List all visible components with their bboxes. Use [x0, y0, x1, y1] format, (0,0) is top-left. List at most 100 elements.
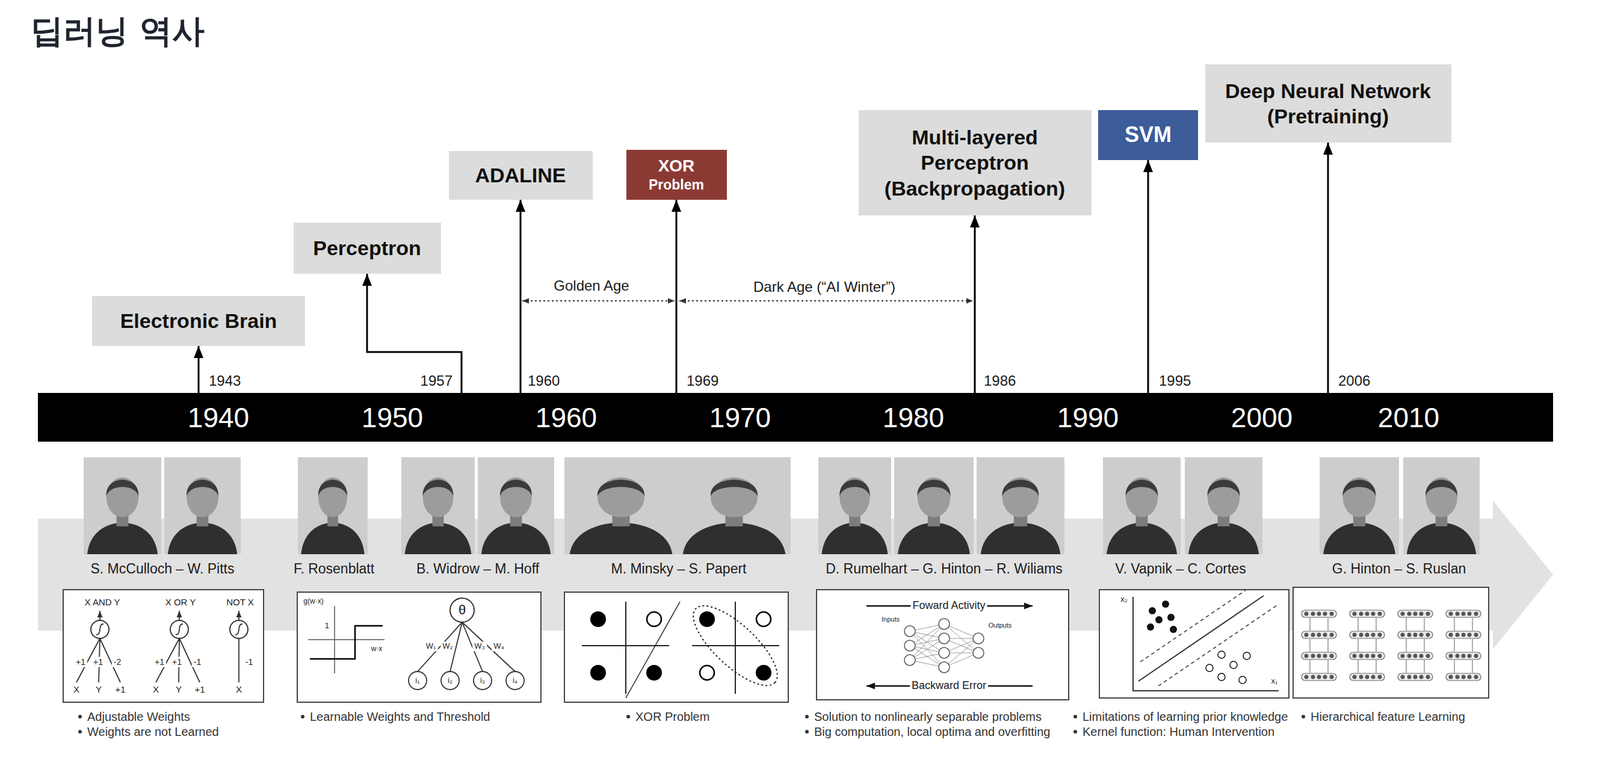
- weight-label: W₁: [424, 641, 439, 652]
- rbm-row: [1445, 631, 1481, 639]
- year-label: 1960: [527, 372, 560, 390]
- network-unit: [938, 647, 950, 659]
- neuron-circle: [170, 620, 189, 639]
- bullet-note: Weights are not Learned: [77, 724, 220, 739]
- portrait-photo: [1403, 457, 1480, 555]
- portrait-photo: [164, 457, 241, 555]
- input-label: i₄: [512, 675, 518, 686]
- input-label: X: [152, 684, 159, 695]
- bullet-note: Hierarchical feature Learning: [1300, 709, 1466, 724]
- figure-panel: [564, 592, 789, 703]
- input-label: i₃: [480, 675, 485, 686]
- problem-box: XORProblem: [626, 149, 727, 200]
- era-label: Dark Age (“AI Winter”): [753, 278, 896, 297]
- network-unit: [904, 640, 916, 652]
- timeline-arrow: [1147, 160, 1150, 393]
- weight-label: W₄: [491, 641, 507, 652]
- page-title: 딥러닝 역사: [30, 12, 205, 52]
- year-label: 1986: [983, 372, 1016, 390]
- svm-boundary: [1138, 595, 1264, 682]
- neuron-wire: [76, 638, 239, 683]
- rbm-row: [1301, 631, 1337, 639]
- decade-label: 1950: [361, 401, 424, 433]
- layer-label: Inputs: [881, 615, 900, 624]
- class-dot: [756, 611, 771, 627]
- bullet-note: Adjustable Weights: [77, 709, 191, 724]
- rbm-row: [1445, 652, 1481, 660]
- network-unit: [972, 633, 984, 644]
- sample-ring: [1217, 673, 1226, 681]
- figure-panel: [1293, 587, 1489, 699]
- class-dot: [646, 664, 662, 681]
- weight-wire: [417, 622, 516, 672]
- sample-dot: [1161, 600, 1170, 608]
- portrait-photo: [818, 457, 892, 555]
- rbm-row: [1397, 631, 1433, 639]
- svm-margin: [1140, 590, 1246, 662]
- decade-label: 2010: [1377, 401, 1440, 433]
- portrait-photo: [1184, 457, 1263, 555]
- sample-ring: [1229, 661, 1238, 669]
- portrait-photo: [83, 457, 162, 555]
- threshold-symbol: θ: [458, 602, 466, 618]
- people-name: B. Widrow – M. Hoff: [416, 560, 540, 578]
- people-name: S. McCulloch – W. Pitts: [90, 560, 235, 578]
- box-label: Deep Neural Network (Pretraining): [1216, 78, 1441, 129]
- sample-dot: [1148, 607, 1156, 615]
- rbm-row: [1445, 610, 1481, 618]
- decade-label: 1960: [535, 401, 597, 433]
- input-label: X: [235, 684, 242, 695]
- sample-ring: [1243, 652, 1251, 660]
- box-label: Problem: [648, 176, 705, 194]
- sample-dot: [1155, 616, 1163, 624]
- weight-label: -1: [243, 657, 255, 668]
- bullet-note: Big computation, local optima and overfi…: [804, 724, 1051, 739]
- class-dot: [755, 664, 772, 681]
- input-label: Y: [95, 684, 102, 695]
- class-dot: [646, 611, 662, 627]
- decade-label: 1980: [882, 401, 945, 433]
- box-label: Perceptron: [312, 235, 422, 261]
- figure-panel: [1099, 589, 1289, 699]
- people-name: V. Vapnik – C. Cortes: [1115, 560, 1246, 578]
- sample-dot: [1146, 623, 1155, 631]
- weight-label: +1: [170, 657, 184, 668]
- flow-label: Foward Activity: [910, 599, 987, 613]
- svm-box: SVM: [1098, 110, 1199, 161]
- separator-line: [625, 601, 680, 699]
- graph-axes: [308, 605, 385, 674]
- rbm-row: [1445, 673, 1481, 681]
- figure-panel: [816, 589, 1069, 700]
- portrait-photo: [297, 457, 368, 555]
- timeline-arrow: [519, 199, 522, 393]
- box-label: XOR: [658, 155, 695, 177]
- network-unit: [938, 618, 950, 630]
- step-function: [309, 625, 383, 659]
- timeline-arrow: [1327, 142, 1330, 393]
- figure-panel: [297, 592, 541, 703]
- weight-label: W₂: [440, 641, 455, 652]
- portrait-photo: [1319, 457, 1400, 555]
- timeline-bar: 19401950196019701980199020002010: [37, 392, 1554, 442]
- xor-ellipse: [681, 593, 789, 698]
- box-label: Electronic Brain: [120, 308, 278, 334]
- people-name: G. Hinton – S. Ruslan: [1332, 560, 1466, 578]
- bullet-note: Limitations of learning prior knowledge: [1072, 709, 1288, 724]
- portrait-photo: [1102, 457, 1181, 555]
- event-box: Deep Neural Network (Pretraining): [1205, 64, 1452, 143]
- sample-ring: [1238, 676, 1247, 684]
- year-label: 1995: [1158, 372, 1191, 390]
- network-unit: [972, 647, 984, 659]
- grid-axes: [581, 601, 780, 694]
- portrait-photo: [894, 457, 974, 555]
- plot-axes: [1133, 596, 1279, 691]
- class-dot: [699, 665, 715, 680]
- portrait-photo: [564, 457, 678, 555]
- timeline-arrow: [675, 199, 678, 393]
- portrait-photo: [976, 457, 1065, 555]
- sample-dot: [1167, 613, 1175, 621]
- input-label: +1: [114, 684, 126, 695]
- network-unit: [938, 633, 950, 644]
- sample-ring: [1217, 651, 1226, 659]
